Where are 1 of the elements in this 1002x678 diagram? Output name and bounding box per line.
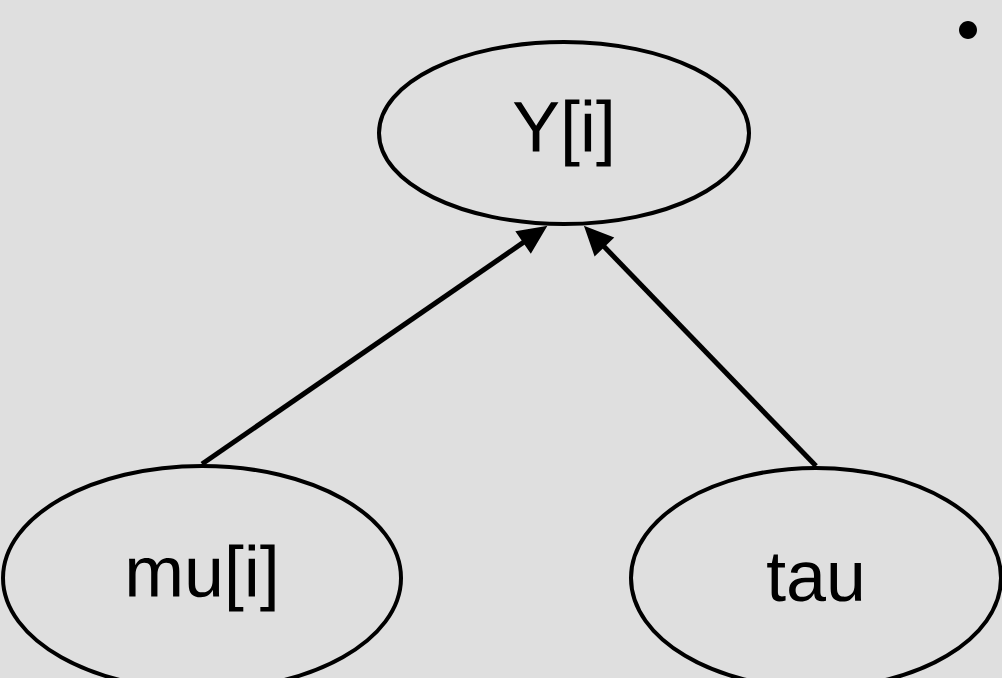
ellipse-node: Y[i] <box>377 40 751 226</box>
